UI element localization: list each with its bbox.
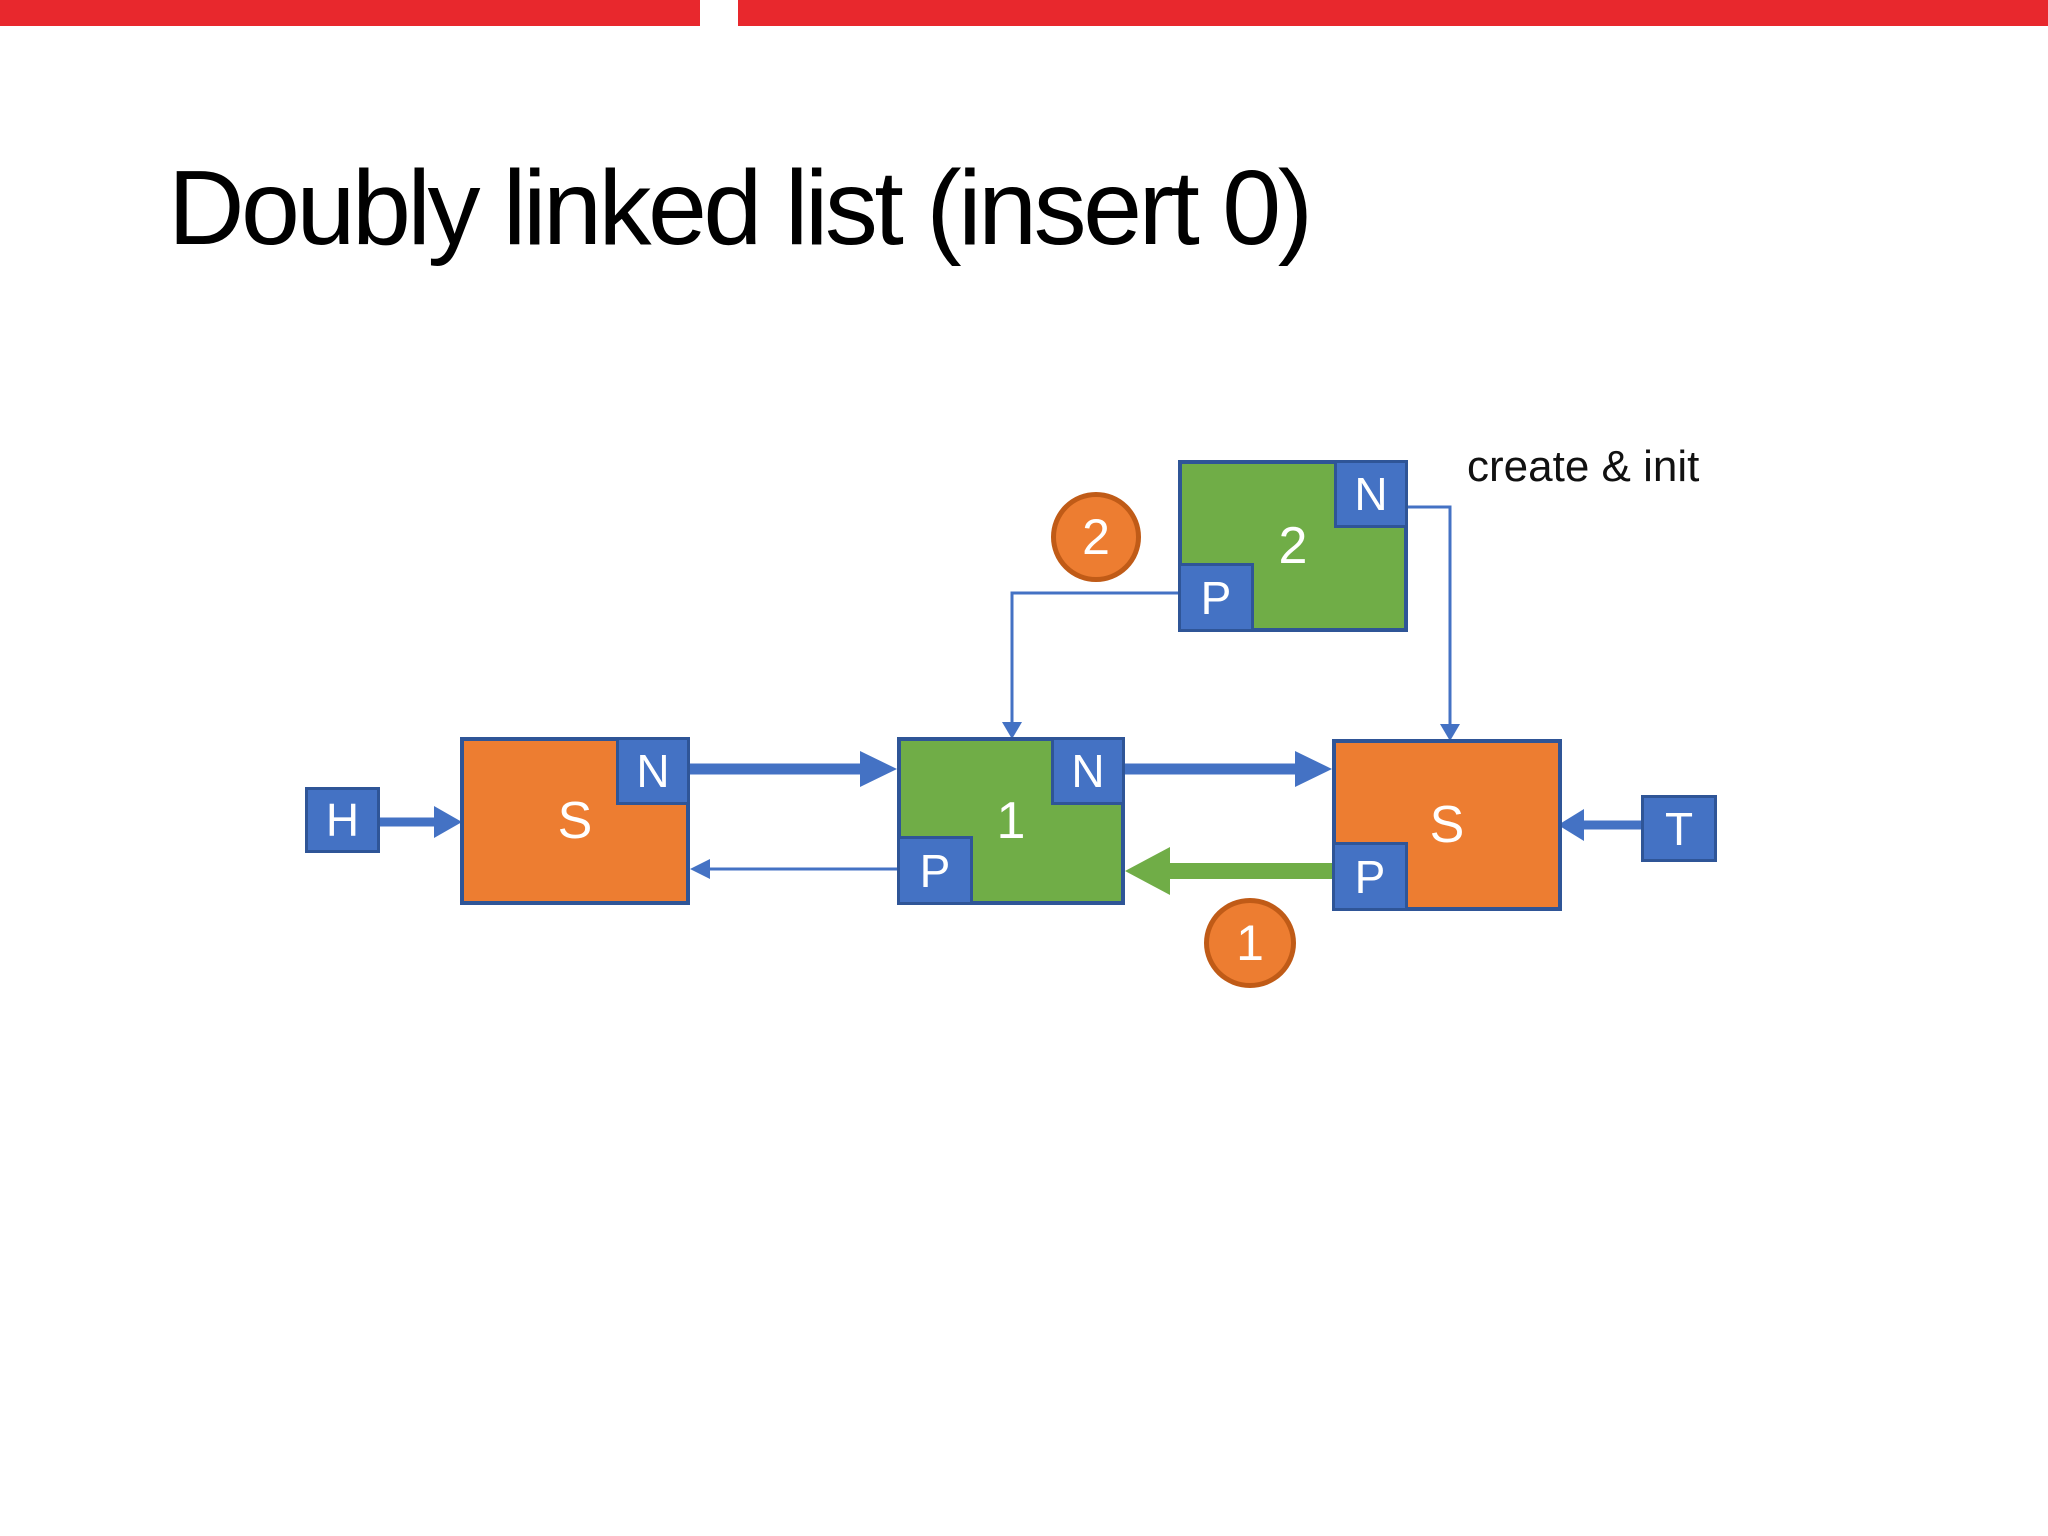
node-sentinel-tail: S P: [1332, 739, 1562, 911]
step-badge-2: 2: [1051, 492, 1141, 582]
top-red-bar-right: [738, 0, 2048, 26]
step-badge-label: 2: [1082, 509, 1110, 565]
prev-green-arrowhead: [1125, 847, 1170, 895]
prev-pointer-field: P: [897, 836, 973, 905]
node-value-label: S: [557, 792, 593, 850]
tail-arrowhead: [1558, 809, 1584, 841]
next-pointer-field: N: [1051, 737, 1125, 805]
next-arrowhead-sentinel: [1295, 751, 1332, 787]
next-pointer-field: N: [616, 737, 690, 805]
new-node-prev-connector: [1010, 591, 1178, 724]
new-node-next-arrowhead: [1440, 724, 1460, 741]
top-red-bar-left: [0, 0, 700, 26]
next-arrowhead-node1: [860, 751, 897, 787]
prev-pointer-field: P: [1332, 842, 1408, 911]
new-node-prev-arrowhead: [1002, 722, 1022, 739]
tail-pointer-box: T: [1641, 795, 1717, 862]
create-init-label: create & init: [1467, 442, 1700, 491]
node-value-label: S: [1429, 796, 1465, 854]
prev-pointer-field: P: [1178, 563, 1254, 632]
node-1: 1 N P: [897, 737, 1125, 905]
prev-arrowhead-left-sentinel: [690, 859, 710, 879]
step-badge-1: 1: [1204, 898, 1296, 988]
tail-pointer-label: T: [1664, 802, 1694, 855]
head-pointer-label: H: [325, 794, 360, 846]
head-pointer-box: H: [305, 787, 380, 853]
next-pointer-field: N: [1334, 460, 1408, 528]
node-2-new: 2 N P: [1178, 460, 1408, 632]
new-node-next-connector: [1407, 505, 1452, 726]
slide-title: Doubly linked list (insert 0): [168, 149, 1313, 267]
node-value-label: 1: [996, 792, 1026, 850]
node-value-label: 2: [1278, 517, 1308, 575]
head-arrowhead: [434, 806, 462, 838]
node-sentinel-head: S N: [460, 737, 690, 905]
step-badge-label: 1: [1236, 915, 1264, 971]
